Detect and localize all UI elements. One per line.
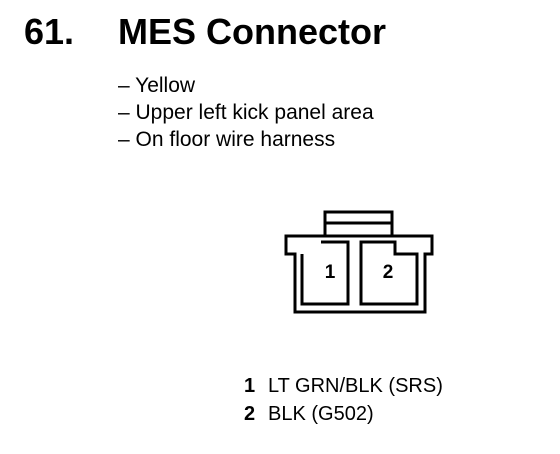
pinout-wire: LT GRN/BLK (SRS) bbox=[268, 375, 443, 397]
pin-2-cavity bbox=[359, 240, 419, 306]
pin-1-cavity bbox=[300, 240, 350, 306]
note-color: – Yellow bbox=[118, 74, 196, 97]
pinout-row: 1 LT GRN/BLK (SRS) bbox=[244, 372, 443, 400]
note-location: – Upper left kick panel area bbox=[118, 101, 374, 124]
pinout-pin-number: 2 bbox=[244, 403, 256, 425]
pinout-row: 2 BLK (G502) bbox=[244, 400, 443, 428]
pinout-list: 1 LT GRN/BLK (SRS) 2 BLK (G502) bbox=[244, 372, 443, 428]
connector-notes: – Yellow – Upper left kick panel area – … bbox=[118, 72, 374, 153]
connector-diagram: 1 2 bbox=[284, 210, 434, 314]
pinout-pin-number: 1 bbox=[244, 375, 256, 397]
pin-1-label: 1 bbox=[325, 262, 336, 283]
page-title: MES Connector bbox=[118, 11, 387, 52]
pin-2-label: 2 bbox=[383, 262, 394, 283]
note-harness: – On floor wire harness bbox=[118, 128, 336, 151]
section-number: 61. bbox=[24, 11, 75, 52]
connector-housing bbox=[284, 234, 434, 314]
pinout-wire: BLK (G502) bbox=[268, 403, 374, 425]
